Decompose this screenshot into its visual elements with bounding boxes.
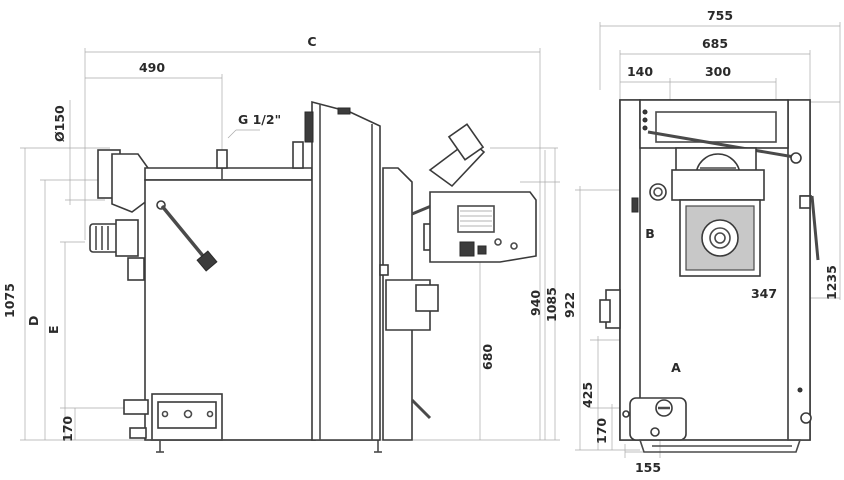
front-view: 755 685 140 300 347 155 A B 922 425 170 … [562, 8, 841, 475]
dim-label-140: 140 [627, 64, 653, 79]
front-view-labels: 755 685 140 300 347 155 A B 922 425 170 … [562, 8, 839, 475]
dim-label-425: 425 [580, 382, 595, 408]
dim-label-170-front: 170 [594, 418, 609, 444]
burner-unit [379, 123, 537, 441]
dim-label-300: 300 [705, 64, 731, 79]
fuel-column [304, 100, 381, 441]
dim-label-c: C [307, 34, 316, 49]
label-a: A [671, 360, 681, 375]
dim-label-685: 685 [702, 36, 728, 51]
dim-label-1235: 1235 [824, 265, 839, 300]
side-view-dimension-lines [20, 48, 560, 441]
dim-label-1085: 1085 [544, 287, 559, 322]
side-view-labels: C 490 G 1/2" Ø150 1075 D E 170 680 940 1… [2, 34, 559, 442]
dim-label-170-side: 170 [60, 416, 75, 442]
front-body [599, 99, 820, 453]
dim-label-347: 347 [751, 286, 777, 301]
side-view: C 490 G 1/2" Ø150 1075 D E 170 680 940 1… [2, 34, 560, 453]
front-view-dimension-lines [575, 22, 841, 458]
dim-label-940: 940 [528, 290, 543, 316]
dim-label-155: 155 [635, 460, 661, 475]
boiler-body [123, 141, 382, 453]
dim-label-922: 922 [562, 292, 577, 318]
dim-label-1075: 1075 [2, 283, 17, 318]
dim-label-755: 755 [707, 8, 733, 23]
dim-label-d: D [26, 316, 41, 326]
dim-label-g-half-inch: G 1/2" [238, 112, 281, 127]
flue-fan-assembly [89, 149, 149, 281]
label-b: B [645, 226, 655, 241]
dim-label-490: 490 [139, 60, 165, 75]
dim-label-680: 680 [480, 344, 495, 370]
dim-label-flue-diameter: Ø150 [52, 105, 67, 142]
dim-label-e: E [46, 325, 61, 334]
